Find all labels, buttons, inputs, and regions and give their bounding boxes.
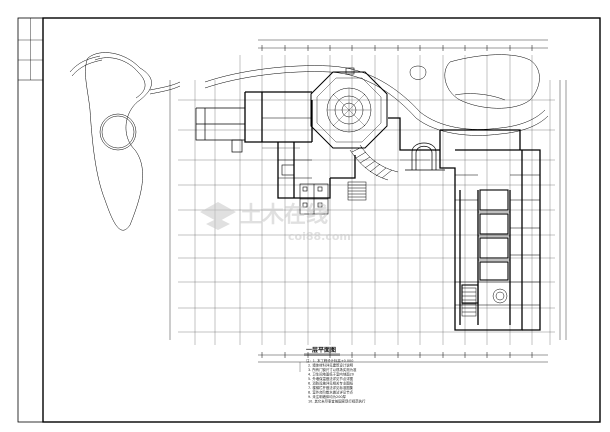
- drawing-title: 一层平面图: [306, 346, 336, 354]
- annotation-leaders: [262, 147, 540, 372]
- site-outline: [69, 52, 181, 231]
- right-stair: [461, 287, 508, 317]
- room-boxes: [461, 189, 509, 304]
- dimension-ticks: [261, 45, 533, 358]
- note-line: 2. 墙体材料详见建筑设计说明: [308, 363, 354, 368]
- octagon-rotunda: [310, 67, 388, 149]
- title-block: 一层平面图: [304, 346, 340, 356]
- note-line: 注：1. 本工程设计标高±0.000: [306, 358, 353, 363]
- watermark: 土木在线 coi88.com: [200, 202, 351, 243]
- general-notes: 注：1. 本工程设计标高±0.000 2. 墙体材料详见建筑设计说明 3. 所有…: [306, 358, 366, 404]
- note-line: 6. 消防设施详见相关专业图纸: [308, 381, 354, 386]
- structural-grid: [178, 55, 555, 345]
- landscape-path: [204, 54, 549, 136]
- note-line: 4. 卫生间地面低于室内地面20: [308, 372, 354, 377]
- interior-partitions: [262, 117, 540, 306]
- note-line: 7. 楼梯栏杆做法详见标准图集: [308, 385, 354, 390]
- curved-stair: [347, 144, 399, 201]
- drawing-frame: [17, 17, 601, 423]
- toilet-block: [281, 164, 329, 215]
- watermark-logo-icon: [200, 202, 236, 222]
- dimension-lines: [169, 39, 567, 363]
- left-annex: [195, 107, 246, 153]
- note-line: 3. 所有门窗尺寸以现场实测为准: [308, 367, 357, 372]
- watermark-brand: 土木在线: [240, 202, 328, 228]
- watermark-domain: coi88.com: [288, 230, 351, 243]
- note-line: 8. 室外台阶散水做法详见节点: [308, 390, 354, 395]
- note-line: 10. 其它未尽事宜按国家现行规范执行: [308, 399, 366, 404]
- note-line: 9. 未注明墙体均为200厚: [308, 394, 347, 399]
- note-line: 5. 外墙保温做法详见节点详图: [308, 376, 354, 381]
- arched-entrance: [405, 142, 445, 171]
